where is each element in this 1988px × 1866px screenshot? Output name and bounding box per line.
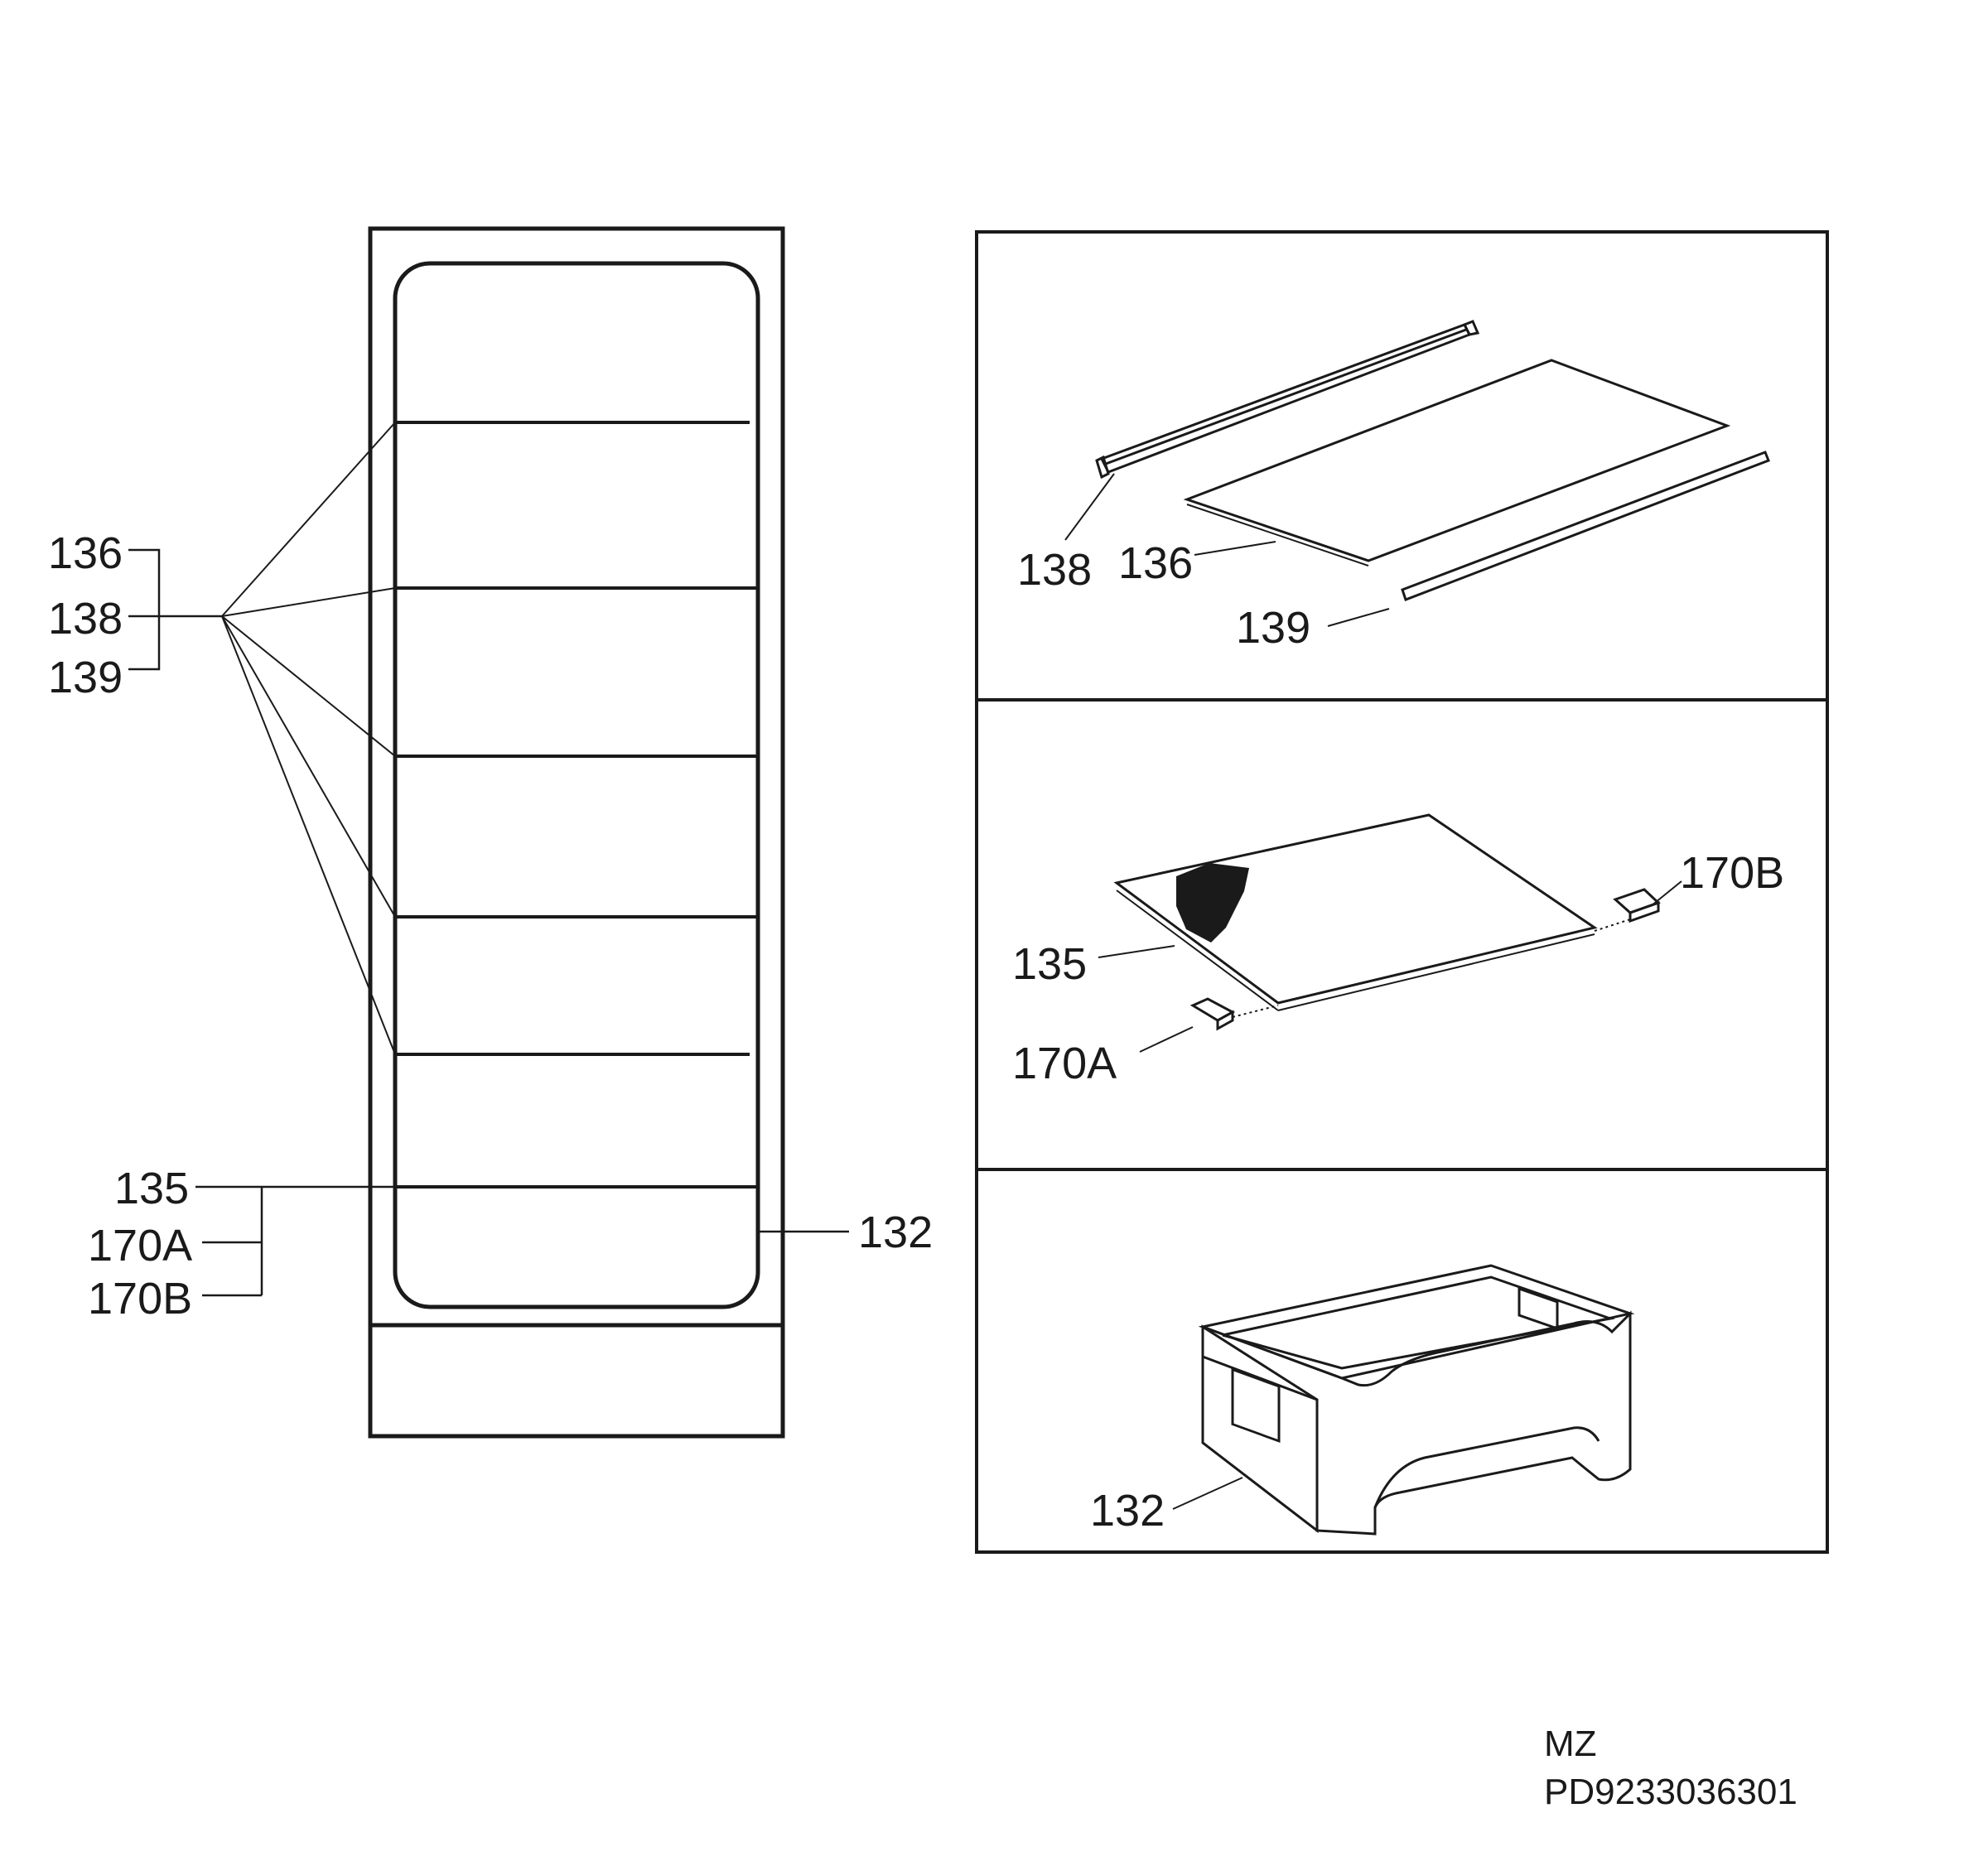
callout-170A: 170A <box>88 1221 192 1271</box>
bottom-shelf-plate <box>1113 813 1598 1005</box>
panel-drawer: 132 <box>1090 1264 1635 1536</box>
cabinet-inner-liner <box>393 261 760 1309</box>
drawing-code: PD9233036301 <box>1544 1772 1797 1812</box>
label-132: 132 <box>1090 1486 1165 1536</box>
shelf-group-callout: 136 138 139 <box>48 422 396 1055</box>
label-135: 135 <box>1012 939 1087 989</box>
label-139: 139 <box>1236 603 1310 653</box>
label-170A: 170A <box>1012 1039 1117 1088</box>
cabinet-outline <box>368 226 785 1439</box>
callout-139: 139 <box>48 653 123 702</box>
glass-shelf-plate <box>1183 359 1731 562</box>
label-136: 136 <box>1118 538 1193 588</box>
rear-trim-rail <box>1095 320 1480 480</box>
bottom-shelf-edge <box>1116 890 1279 1011</box>
glass-edge <box>1186 504 1369 567</box>
group-bracket <box>128 548 161 671</box>
label-170B: 170B <box>1680 848 1784 898</box>
frost-texture <box>1176 863 1249 943</box>
panel-2-leaders <box>1098 880 1682 1053</box>
leader-fan <box>221 422 396 1055</box>
detail-frame <box>975 230 1829 1554</box>
callout-136: 136 <box>48 528 123 578</box>
holder-170A <box>1189 997 1236 1031</box>
freezer-drawer <box>1198 1264 1635 1536</box>
cabinet-overview: 136 138 139 135 170A 170B <box>48 226 933 1439</box>
panel-3-leader <box>1172 1477 1243 1510</box>
drawer-callout: 132 <box>758 1208 933 1257</box>
bottom-shelf-edge <box>1277 933 1595 1011</box>
footer-codes: MZ PD9233036301 <box>1544 1724 1797 1812</box>
panel-1-leaders <box>1064 473 1390 627</box>
callout-135: 135 <box>114 1164 189 1213</box>
callout-170B: 170B <box>88 1274 192 1324</box>
holder-dotted-leader <box>1232 1005 1279 1018</box>
callout-132: 132 <box>858 1208 933 1257</box>
label-138: 138 <box>1017 545 1092 595</box>
shelf-lines <box>395 421 758 1189</box>
holder-dotted-leader <box>1594 919 1631 932</box>
holder-170B <box>1613 888 1661 923</box>
model-code: MZ <box>1544 1724 1597 1764</box>
front-trim-strip <box>1401 451 1770 601</box>
callout-138: 138 <box>48 594 123 644</box>
panel-glass-shelf: 138 136 139 <box>1017 320 1770 653</box>
detail-frame-border <box>975 230 1829 1554</box>
panel-bottom-shelf: 135 170A 170B <box>1012 813 1784 1088</box>
bottom-group-callout: 135 170A 170B <box>88 1164 395 1324</box>
